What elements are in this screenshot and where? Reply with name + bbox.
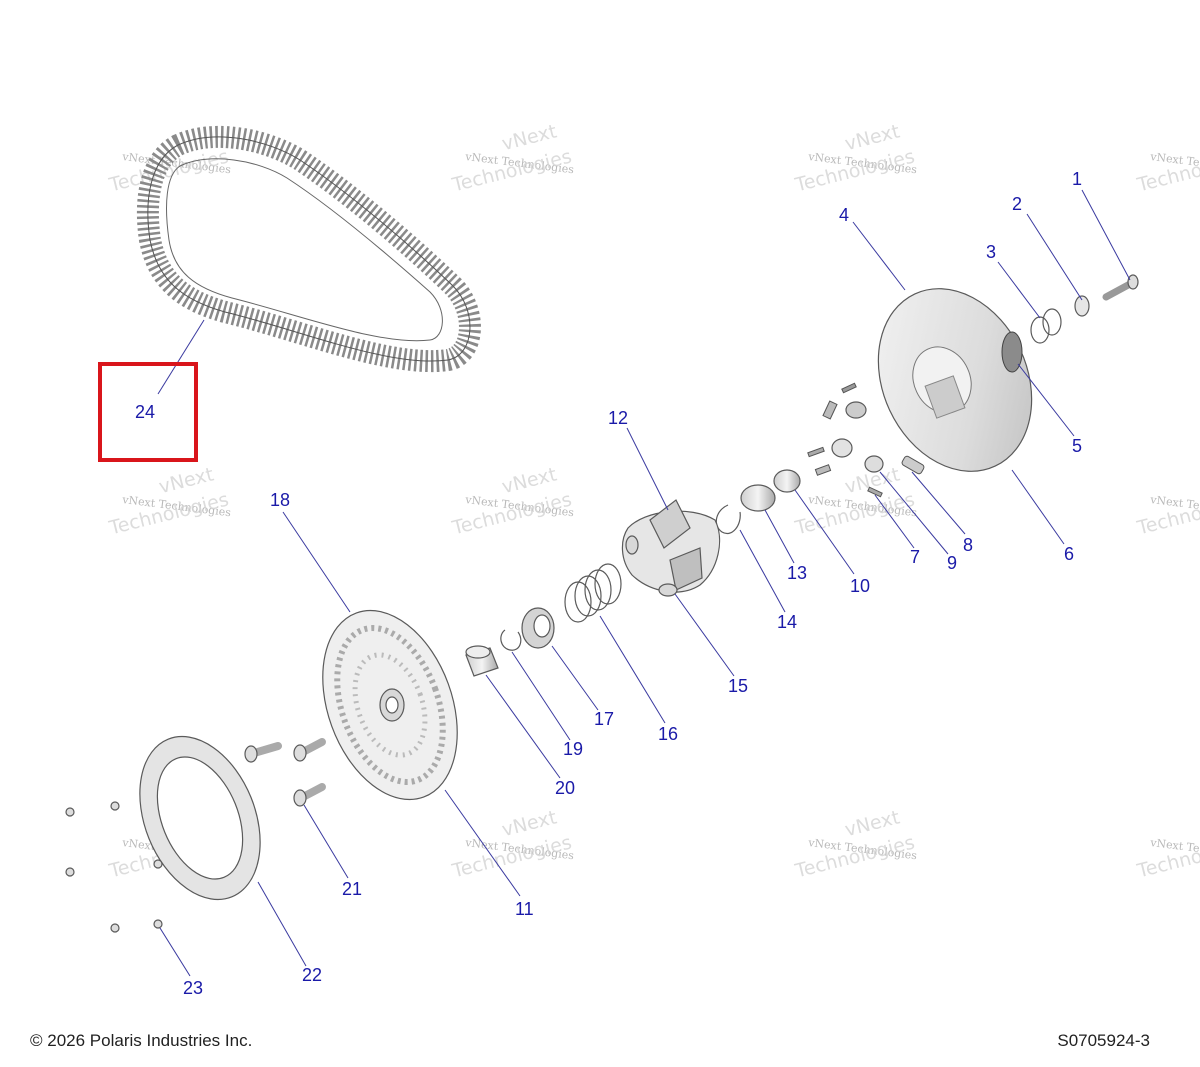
bushing-part-13 — [740, 484, 776, 512]
callout-17: 17 — [594, 709, 614, 729]
shim-part-3 — [1030, 316, 1050, 344]
callout-9: 9 — [947, 553, 957, 573]
snap-ring-part-14 — [715, 504, 741, 534]
callout-3: 3 — [986, 242, 996, 262]
retainer-part-17 — [521, 607, 555, 649]
callout-11: 11 — [515, 899, 534, 919]
watermark: vNext Technologies Technologies — [1134, 145, 1200, 196]
callout-15: 15 — [728, 676, 748, 696]
moveable-sheave — [877, 288, 1033, 472]
callout-18: 18 — [270, 490, 290, 510]
highlight-box — [98, 362, 198, 462]
callout-7: 7 — [910, 547, 920, 567]
watermark: vNext Technologies Technologies vNext — [449, 120, 575, 196]
watermark: vNext Technologies Technologies — [106, 145, 232, 196]
callout-20: 20 — [555, 778, 575, 798]
watermark: vNext Technologies Technologies — [1134, 831, 1200, 882]
screws-part-23 — [65, 801, 163, 933]
spider-part-15 — [621, 499, 721, 597]
callout-1: 1 — [1072, 169, 1082, 189]
leader-lines — [157, 189, 1131, 977]
bushing-part-10 — [773, 469, 801, 493]
drive-belt — [136, 125, 481, 372]
watermark: vNext Technologies Technologies — [1134, 488, 1200, 539]
callout-4: 4 — [839, 205, 849, 225]
callout-16: 16 — [658, 724, 678, 744]
ring-part-22 — [139, 735, 261, 901]
callout-5: 5 — [1072, 436, 1082, 456]
spider-small-parts — [807, 382, 867, 476]
callout-24: 24 — [135, 402, 155, 422]
watermark: vNext Technologies Technologies vNext — [449, 806, 575, 882]
callout-12: 12 — [608, 408, 628, 428]
callout-21: 21 — [342, 879, 362, 899]
callout-14: 14 — [777, 612, 797, 632]
pin-part-7 — [867, 486, 883, 498]
callout-22: 22 — [302, 965, 322, 985]
callout-labels: 1 2 3 4 5 6 7 8 9 10 11 12 13 14 15 16 1… — [135, 169, 1082, 998]
callout-6: 6 — [1064, 544, 1074, 564]
shim-part-3b — [1042, 308, 1062, 336]
fixed-sheave-part-11 — [322, 609, 458, 801]
bolts-part-21 — [244, 738, 326, 807]
watermark: vNext Technologies Technologies vNext — [106, 463, 232, 539]
bushing-part-20 — [465, 645, 499, 677]
callout-8: 8 — [963, 535, 973, 555]
callout-19: 19 — [563, 739, 583, 759]
fitting-part-8 — [901, 455, 925, 475]
watermark: vNext Technologies Technologies vNext — [449, 463, 575, 539]
spring-part-16 — [564, 563, 622, 623]
copyright-text: © 2026 Polaris Industries Inc. — [30, 1031, 253, 1050]
callout-2: 2 — [1012, 194, 1022, 214]
snap-ring-part-19 — [500, 629, 522, 651]
callout-23: 23 — [183, 978, 203, 998]
callout-10: 10 — [850, 576, 870, 596]
callout-13: 13 — [787, 563, 807, 583]
watermark: vNext Technologies Technologies vNext — [792, 120, 918, 196]
roller-part-9 — [864, 455, 884, 473]
bolt-part-1 — [1102, 274, 1139, 301]
washer-part-2 — [1074, 295, 1090, 317]
diagram-id: S0705924-3 — [1057, 1031, 1150, 1050]
watermark: vNext Technologies Technologies vNext — [792, 806, 918, 882]
